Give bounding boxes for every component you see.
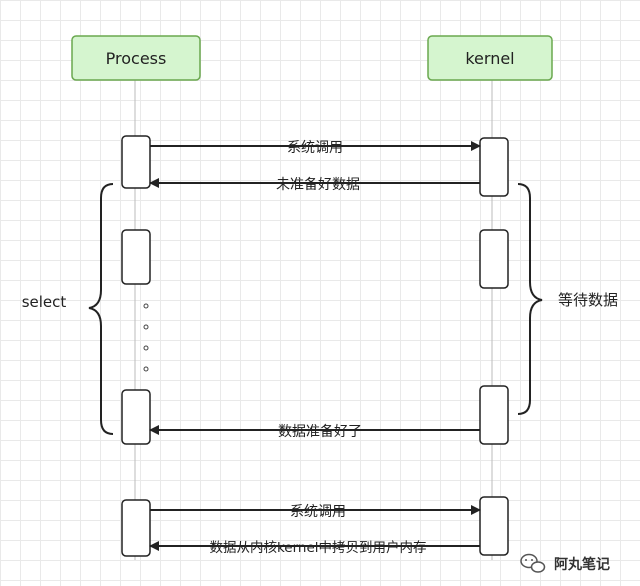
wait-data-label: 等待数据	[558, 291, 618, 309]
ellipsis-dots	[143, 303, 149, 372]
select-brace	[88, 183, 114, 435]
process-activation-box	[121, 389, 151, 445]
kernel-activation-box	[479, 385, 509, 445]
message-syscall-1: 系统调用	[150, 140, 481, 156]
message-syscall-1-label: 系统调用	[287, 140, 343, 156]
kernel-actor-label: kernel	[465, 49, 514, 68]
kernel-activation-box	[479, 496, 509, 556]
message-syscall-2-label: 系统调用	[290, 504, 346, 520]
kernel-activation-box	[479, 229, 509, 289]
process-actor: Process	[71, 35, 201, 81]
wait-data-brace	[517, 183, 543, 415]
message-not-ready-label: 未准备好数据	[276, 176, 360, 193]
message-copy-data: 数据从内核kernel中拷贝到用户内存	[149, 539, 480, 556]
process-activation-box	[121, 135, 151, 189]
kernel-actor: kernel	[427, 35, 553, 81]
watermark-text: 阿丸笔记	[554, 556, 610, 573]
kernel-activation-box	[479, 137, 509, 197]
message-data-ready-label: 数据准备好了	[278, 423, 362, 440]
message-data-ready: 数据准备好了	[149, 423, 480, 440]
process-actor-label: Process	[106, 49, 167, 68]
message-syscall-2: 系统调用	[150, 504, 481, 520]
message-not-ready: 未准备好数据	[149, 176, 480, 193]
wechat-icon	[520, 553, 546, 573]
select-label: select	[22, 293, 67, 311]
process-activation-box	[121, 499, 151, 557]
process-activation-box	[121, 229, 151, 285]
watermark: 阿丸笔记	[520, 553, 610, 573]
message-copy-data-label: 数据从内核kernel中拷贝到用户内存	[209, 539, 426, 556]
